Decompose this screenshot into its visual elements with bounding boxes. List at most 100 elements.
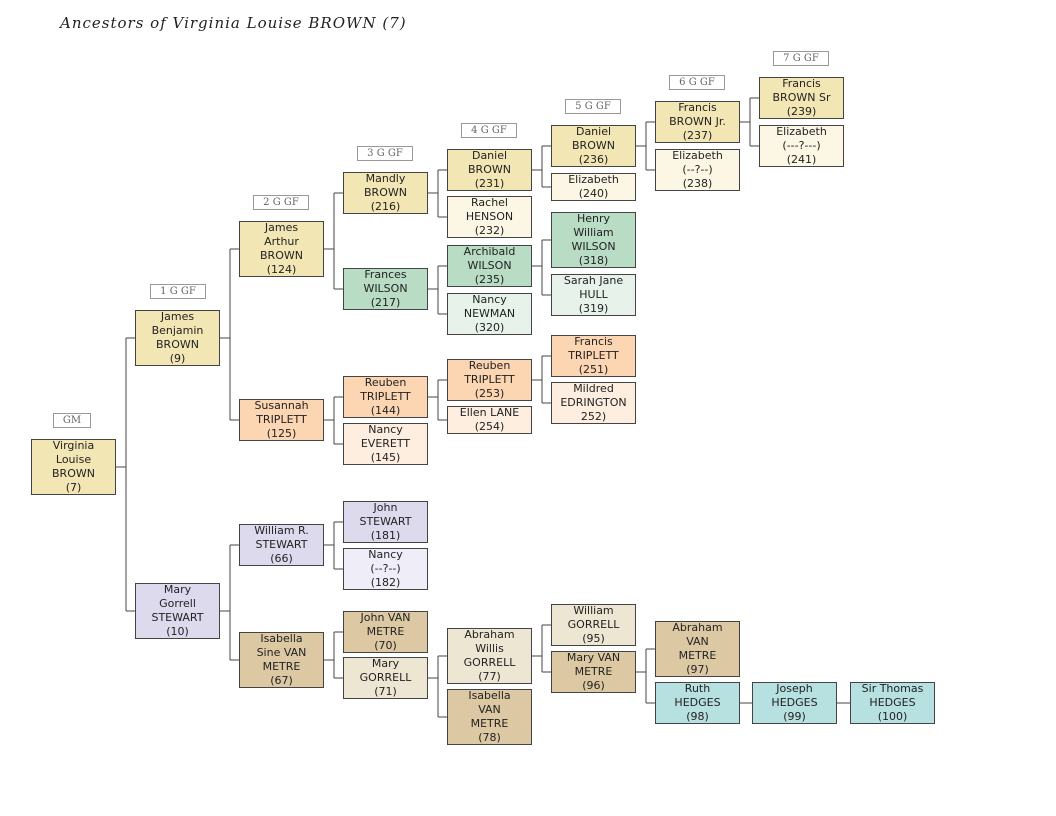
person-name-line: Elizabeth [672,149,723,162]
person-name-line: (145) [370,451,401,464]
person-name-line: BROWN Jr. [669,115,726,128]
person-name-line: Abraham [672,621,723,634]
person-name-line: STEWART [359,515,412,528]
person-name-line: Benjamin [151,324,204,337]
person-name-line: Elizabeth [776,125,827,138]
person-name-line: Reuben [468,359,511,372]
person-name-line: VAN [478,703,501,716]
person-name-line: Nancy [472,293,507,306]
person-name-line: WILSON [467,259,512,272]
person-name-line: BROWN [468,163,511,176]
person-name-line: (237) [682,129,713,142]
person-name-line: (240) [578,187,609,200]
person-box-241[interactable]: Elizabeth(---?---)(241) [759,125,844,167]
person-box-240[interactable]: Elizabeth(240) [551,173,636,201]
person-name-line: (66) [270,552,293,565]
person-name-line: METRE [678,649,717,662]
person-name-line: (231) [474,177,505,190]
person-name-line: Mary [371,657,400,670]
generation-label: 5 G GF [565,99,621,114]
person-name-line: (181) [370,529,401,542]
person-name-line: (77) [478,670,501,683]
person-name-line: (319) [578,302,609,315]
person-name-line: Nancy [368,548,403,561]
person-name-line: BROWN [260,249,303,262]
person-name-line: (251) [578,363,609,376]
person-name-line: (235) [474,273,505,286]
person-name-line: James [160,310,195,323]
person-name-line: (144) [370,404,401,417]
person-name-line: (320) [474,321,505,334]
person-name-line: Elizabeth [568,173,619,186]
person-name-line: Francis [782,77,821,90]
person-name-line: Susannah [254,399,309,412]
person-name-line: Joseph [776,682,813,695]
generation-label: 6 G GF [669,75,725,90]
person-name-line: TRIPLETT [256,413,307,426]
person-name-line: (70) [374,639,397,652]
person-name-line: Gorrell [159,597,196,610]
person-name-line: HEDGES [674,696,721,709]
person-box-238[interactable]: Elizabeth(--?--)(238) [655,149,740,191]
person-name-line: Sarah Jane [563,274,624,287]
person-name-line: (232) [474,224,505,237]
person-box-66[interactable]: William R.STEWART(66) [239,524,324,566]
generation-label: 1 G GF [150,284,206,299]
person-name-line: (124) [266,263,297,276]
person-name-line: James [264,221,299,234]
person-name-line: Archibald [463,245,516,258]
person-name-line: HEDGES [771,696,818,709]
person-name-line: Willis [475,642,504,655]
person-name-line: (216) [370,200,401,213]
person-name-line: (96) [582,679,605,692]
person-box-182[interactable]: Nancy(--?--)(182) [343,548,428,590]
person-name-line: (--?--) [682,163,713,176]
person-name-line: Francis [574,335,613,348]
person-name-line: William [573,226,614,239]
person-name-line: HEDGES [869,696,916,709]
person-box-254[interactable]: Ellen LANE(254) [447,406,532,434]
person-name-line: Mildred [573,382,614,395]
person-name-line: BROWN [572,139,615,152]
person-name-line: John VAN [360,611,411,624]
person-name-line: (--?--) [370,562,401,575]
person-name-line: Ruth [684,682,711,695]
person-name-line: Sine VAN [256,646,307,659]
person-name-line: HENSON [465,210,514,223]
